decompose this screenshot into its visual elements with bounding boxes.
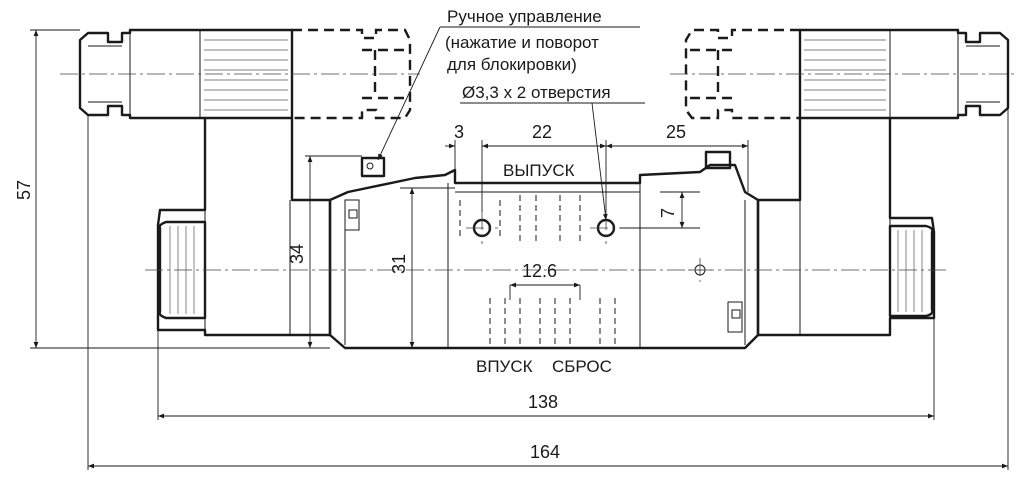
left-solenoid (78, 28, 412, 337)
dim-text-34: 34 (287, 244, 307, 264)
extension-lines (30, 29, 1009, 470)
manual-override-label-1: Ручное управление (447, 7, 602, 26)
manual-override-pin (360, 156, 386, 178)
valve-body (328, 150, 760, 350)
left-connector-alt (292, 28, 412, 120)
right-indicator (727, 301, 743, 333)
dim-text-25: 25 (666, 122, 686, 142)
annotation-texts: Ручное управление (нажатие и поворот для… (445, 7, 612, 376)
right-solenoid (684, 28, 1010, 337)
dimension-lines (33, 30, 1008, 469)
manual-override-label-3: для блокировки) (447, 55, 577, 74)
port-exhaust-label: СБРОС (552, 357, 612, 376)
mounting-holes-label: Ø3,3 x 2 отверстия (462, 83, 611, 102)
dimension-texts: 164 138 57 34 31 3 22 25 7 12.6 (14, 122, 686, 462)
dim-text-164: 164 (530, 442, 560, 462)
hidden-ports (459, 195, 616, 345)
dim-text-12-6: 12.6 (522, 261, 557, 281)
left-coil (156, 118, 332, 337)
port-inlet-label: ВПУСК (476, 357, 533, 376)
dim-text-22: 22 (532, 122, 552, 142)
manual-override-label-2: (нажатие и поворот (445, 33, 599, 52)
dim-text-138: 138 (528, 392, 558, 412)
right-pin (704, 150, 732, 170)
left-indicator (344, 199, 360, 231)
dim-text-57: 57 (14, 180, 34, 200)
right-connector-alt (684, 28, 800, 120)
dim-text-31: 31 (389, 254, 409, 274)
leader-lines (377, 26, 645, 221)
dim-text-7: 7 (658, 208, 678, 218)
right-nut (888, 224, 934, 318)
left-nut (158, 220, 207, 320)
dim-text-3: 3 (454, 122, 464, 142)
port-outlet-label: ВЫПУСК (503, 161, 575, 180)
